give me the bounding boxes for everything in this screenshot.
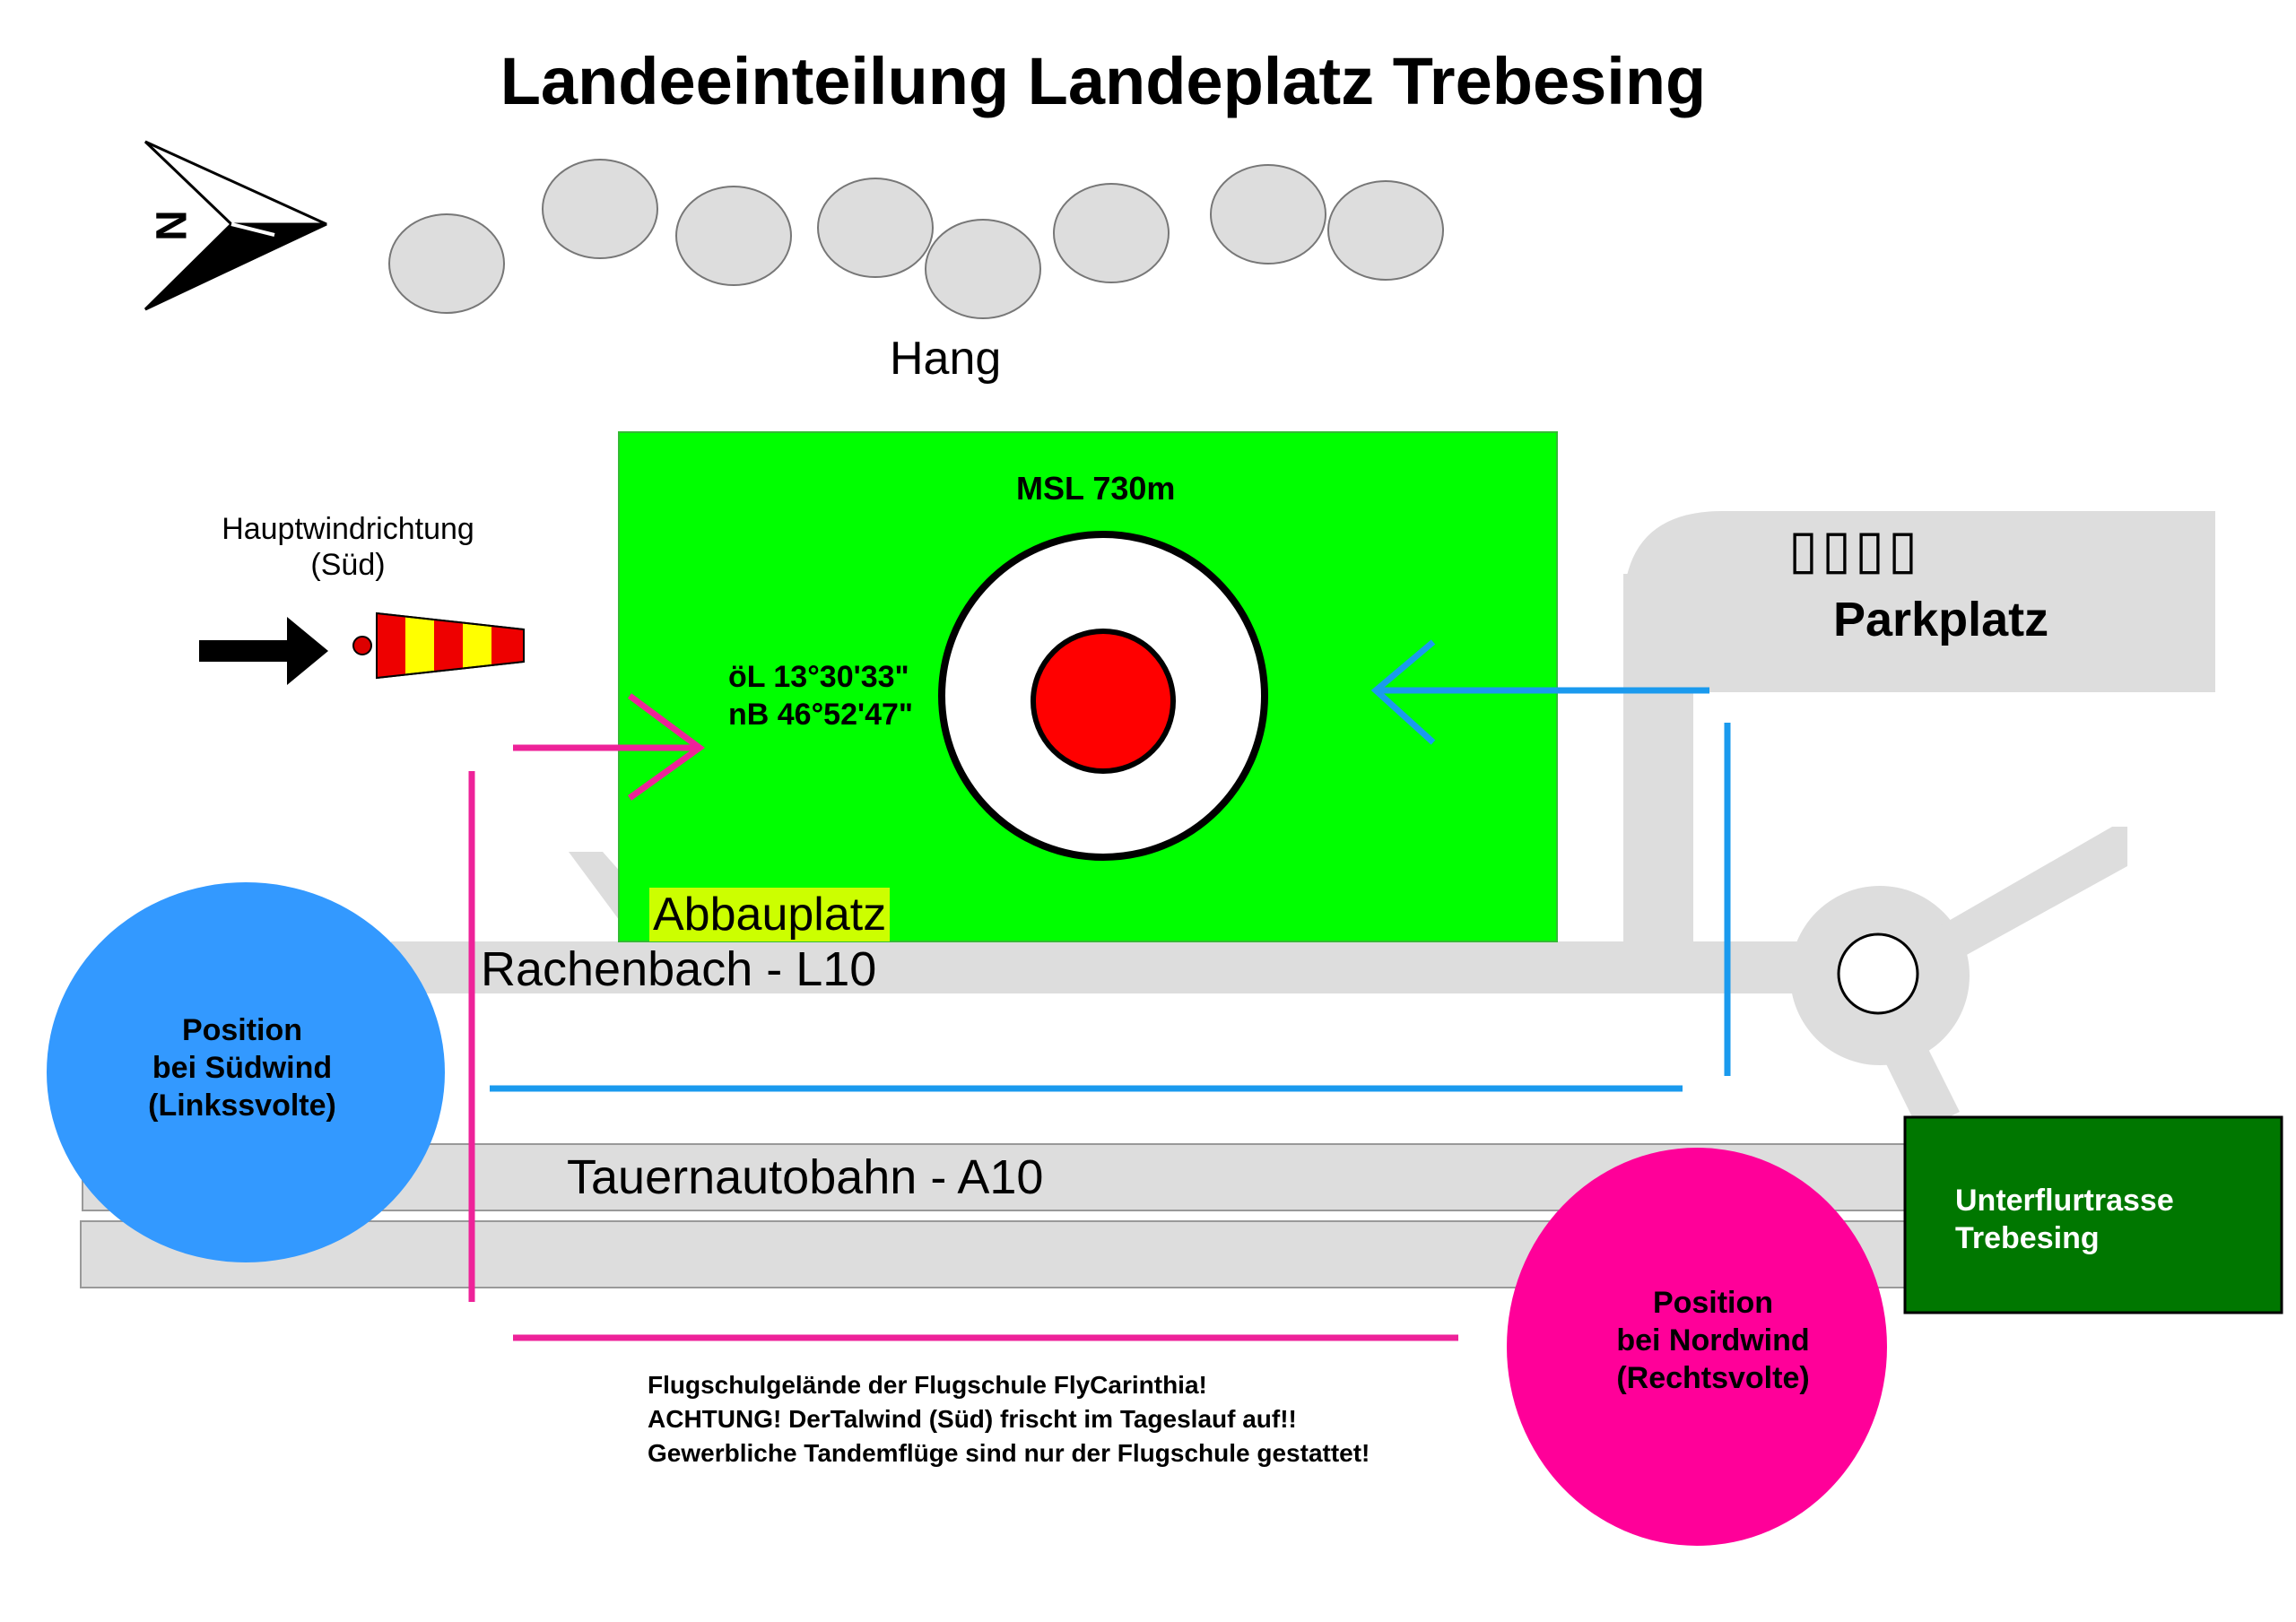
- page-title: Landeeinteilung Landeplatz Trebesing: [500, 44, 1707, 118]
- windsock-icon: [199, 612, 525, 685]
- tree: [542, 159, 658, 259]
- parking-label: Parkplatz: [1833, 593, 2049, 646]
- position-line: (Rechtsvolte): [1616, 1361, 1810, 1395]
- notes-block: Flugschulgelände der Flugschule FlyCarin…: [648, 1368, 1370, 1470]
- south-wind-position-label: Position bei Südwind (Linkssvolte): [126, 1011, 359, 1124]
- road-northeast: [1928, 827, 2127, 961]
- north-wind-position-label: Position bei Nordwind (Rechtsvolte): [1587, 1284, 1839, 1397]
- coordinate-latitude: nB 46°52'47": [728, 698, 914, 732]
- road-southwest: [1870, 1013, 1960, 1132]
- slope-trees: [388, 159, 1444, 319]
- highway-label: Tauernautobahn - A10: [567, 1150, 1044, 1204]
- tree: [1210, 164, 1326, 265]
- north-wind-pattern: [468, 693, 1458, 1341]
- note-line: Gewerbliche Tandemflüge sind nur der Flu…: [648, 1439, 1370, 1467]
- note-line: ACHTUNG! DerTalwind (Süd) frischt im Tag…: [648, 1405, 1297, 1433]
- landing-target-center: [1031, 629, 1176, 774]
- tree: [1053, 183, 1170, 283]
- approach-arrow-head: [627, 693, 705, 801]
- underpass-label: Unterflurtrasse Trebesing: [1955, 1182, 2174, 1257]
- approach-arrow-head: [1370, 639, 1436, 745]
- position-line: Position: [1652, 1286, 1774, 1320]
- position-line: Position: [181, 1013, 303, 1047]
- wind-direction-label: Hauptwindrichtung (Süd): [213, 511, 483, 583]
- north-arrow-icon: [144, 140, 327, 311]
- tree: [817, 178, 934, 278]
- parking-glyphs: ▯▯▯▯: [1788, 518, 1922, 581]
- position-line: bei Nordwind: [1616, 1323, 1810, 1357]
- wind-direction-line: Hauptwindrichtung: [222, 512, 474, 546]
- underpass-line: Trebesing: [1955, 1221, 2100, 1255]
- local-road-label: Rachenbach - L10: [481, 942, 877, 996]
- coordinate-longitude: öL 13°30'33": [728, 660, 909, 694]
- north-wind-position-circle: [1507, 1148, 1887, 1546]
- coordinates-label: öL 13°30'33" nB 46°52'47": [728, 658, 913, 733]
- south-wind-position-circle: [47, 882, 445, 1262]
- parking-area: [1623, 511, 2215, 692]
- teardown-area-label: Abbauplatz: [649, 888, 891, 941]
- note-line: Flugschulgelände der Flugschule FlyCarin…: [648, 1371, 1207, 1399]
- compass-north-label: N: [148, 210, 196, 241]
- tree: [1327, 180, 1444, 281]
- wind-direction-line: (Süd): [310, 548, 386, 582]
- tree: [925, 219, 1041, 319]
- position-line: bei Südwind: [152, 1051, 333, 1085]
- underpass-box: [1903, 1115, 2283, 1314]
- position-line: (Linkssvolte): [148, 1089, 336, 1123]
- underpass-line: Unterflurtrasse: [1955, 1184, 2174, 1218]
- road-vertical: [1623, 574, 1693, 943]
- altitude-label: MSL 730m: [1016, 470, 1176, 507]
- road-l10: [391, 941, 1880, 993]
- south-wind-pattern: [490, 639, 1731, 1092]
- tree: [675, 186, 792, 286]
- slope-label: Hang: [890, 333, 1002, 385]
- roundabout-center: [1837, 932, 1919, 1015]
- tree: [388, 213, 505, 314]
